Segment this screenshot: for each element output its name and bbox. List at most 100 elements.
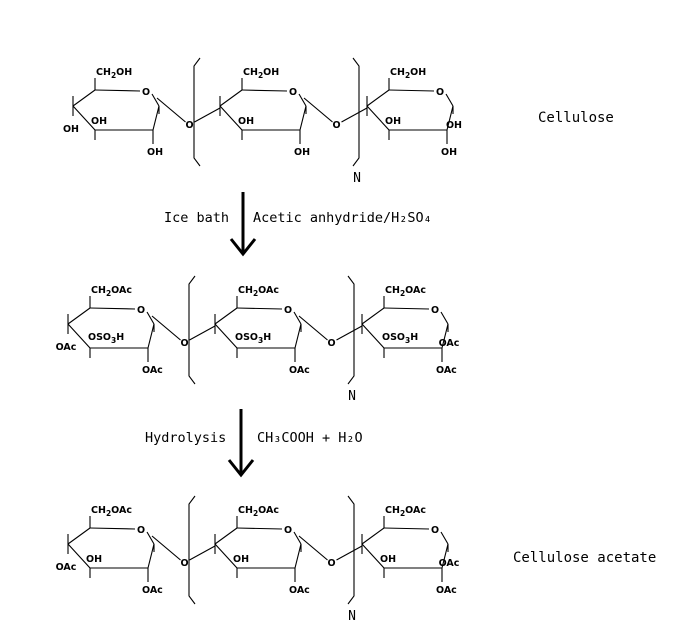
repeat-count-n: N (348, 389, 356, 404)
ring-bond (293, 311, 302, 325)
reaction-arrow-2 (227, 409, 255, 478)
c6-substituent: CH2OH (390, 67, 426, 80)
glycosidic-bond (336, 545, 363, 561)
ring-bond (147, 543, 155, 569)
c6-substituent: CH2OAc (238, 505, 279, 518)
c2-substituent: OAc (436, 365, 457, 376)
c3-substituent: OH (380, 554, 396, 565)
repeat-bracket-right (347, 275, 355, 385)
reaction-arrow-1 (229, 192, 257, 257)
c3-substituent: OH (233, 554, 249, 565)
c1-substituent: OAc (439, 338, 460, 349)
condition-ice-bath: Ice bath (164, 210, 229, 226)
caption-cellulose: Cellulose (538, 110, 614, 126)
c3-substituent: OH (385, 116, 401, 127)
ring-oxygen: O (289, 87, 297, 98)
c1-substituent: OAc (439, 558, 460, 569)
glycosidic-bond (189, 325, 216, 341)
ring-bond (293, 531, 302, 545)
ring-bond (299, 105, 307, 131)
glycosidic-bond (298, 535, 328, 561)
ring-oxygen: O (284, 305, 292, 316)
ring-oxygen: O (436, 87, 444, 98)
repeat-count-n: N (348, 609, 356, 624)
c2-substituent: OH (294, 147, 310, 158)
glycosidic-oxygen: O (185, 120, 193, 131)
ring-bond (361, 543, 385, 569)
condition-acetic-acid-water: CH₃COOH + H₂O (257, 430, 363, 446)
ring-bond (67, 307, 91, 325)
ring-oxygen: O (137, 525, 145, 536)
glycosidic-bond (151, 315, 181, 341)
ring-bond (440, 531, 449, 545)
ring-bond (236, 527, 283, 530)
ring-oxygen: O (137, 305, 145, 316)
ring-oxygen: O (431, 305, 439, 316)
c4-substituent: OH (63, 124, 79, 135)
ring-bond (366, 105, 390, 131)
c1-substituent: OH (446, 120, 462, 131)
glycosidic-bond (156, 97, 186, 123)
condition-acetic-anhydride: Acetic anhydride/H₂SO₄ (253, 210, 432, 226)
c6-substituent: CH2OH (96, 67, 132, 80)
ring-bond (67, 323, 91, 349)
glycosidic-oxygen: O (327, 558, 335, 569)
ring-bond (366, 89, 390, 107)
c3-substituent: OSO3H (235, 332, 271, 345)
ring-bond (236, 307, 283, 310)
glycosidic-bond (194, 107, 221, 123)
c2-substituent: OH (147, 147, 163, 158)
c4-substituent: OAc (56, 562, 77, 573)
c4-substituent: OAc (56, 342, 77, 353)
c2-substituent: OH (441, 147, 457, 158)
c3-substituent: OH (86, 554, 102, 565)
ring-oxygen: O (142, 87, 150, 98)
c3-substituent: OSO3H (382, 332, 418, 345)
repeat-bracket-left (193, 57, 201, 167)
condition-hydrolysis: Hydrolysis (145, 430, 226, 446)
structures: O CH2OH OH OH O CH2OH OH OH O CH2OH OH OH OH OH O O N O CH… (56, 57, 462, 624)
ring-bond (214, 323, 238, 349)
glycosidic-oxygen: O (327, 338, 335, 349)
ring-bond (152, 105, 160, 131)
c2-substituent: OAc (436, 585, 457, 596)
repeat-bracket-left (188, 495, 196, 605)
c6-substituent: CH2OH (243, 67, 279, 80)
c6-substituent: CH2OAc (385, 285, 426, 298)
ring-oxygen: O (284, 525, 292, 536)
c3-substituent: OH (91, 116, 107, 127)
ring-bond (67, 543, 91, 569)
ring-bond (67, 527, 91, 545)
ring-bond (446, 105, 454, 131)
ring-bond (214, 307, 238, 325)
c2-substituent: OAc (142, 365, 163, 376)
caption-cellulose-acetate: Cellulose acetate (513, 550, 656, 566)
ring-bond (72, 105, 96, 131)
ring-bond (214, 543, 238, 569)
glycosidic-oxygen: O (180, 558, 188, 569)
structure-row-1: O CH2OH OH OH O CH2OH OH OH O CH2OH OH OH OH OH O O N (63, 57, 462, 186)
ring-bond (94, 89, 141, 92)
ring-bond (146, 531, 155, 545)
ring-bond (298, 93, 307, 107)
ring-bond (151, 93, 160, 107)
c6-substituent: CH2OAc (91, 505, 132, 518)
c3-substituent: OH (238, 116, 254, 127)
ring-bond (383, 527, 430, 530)
glycosidic-oxygen: O (180, 338, 188, 349)
repeat-bracket-right (347, 495, 355, 605)
ring-bond (89, 527, 136, 530)
c6-substituent: CH2OAc (91, 285, 132, 298)
repeat-count-n: N (353, 171, 361, 186)
glycosidic-oxygen: O (332, 120, 340, 131)
ring-bond (146, 311, 155, 325)
glycosidic-bond (298, 315, 328, 341)
ring-bond (445, 93, 454, 107)
repeat-bracket-left (188, 275, 196, 385)
ring-bond (219, 89, 243, 107)
c6-substituent: CH2OAc (238, 285, 279, 298)
ring-bond (388, 89, 435, 92)
glycosidic-bond (341, 107, 368, 123)
